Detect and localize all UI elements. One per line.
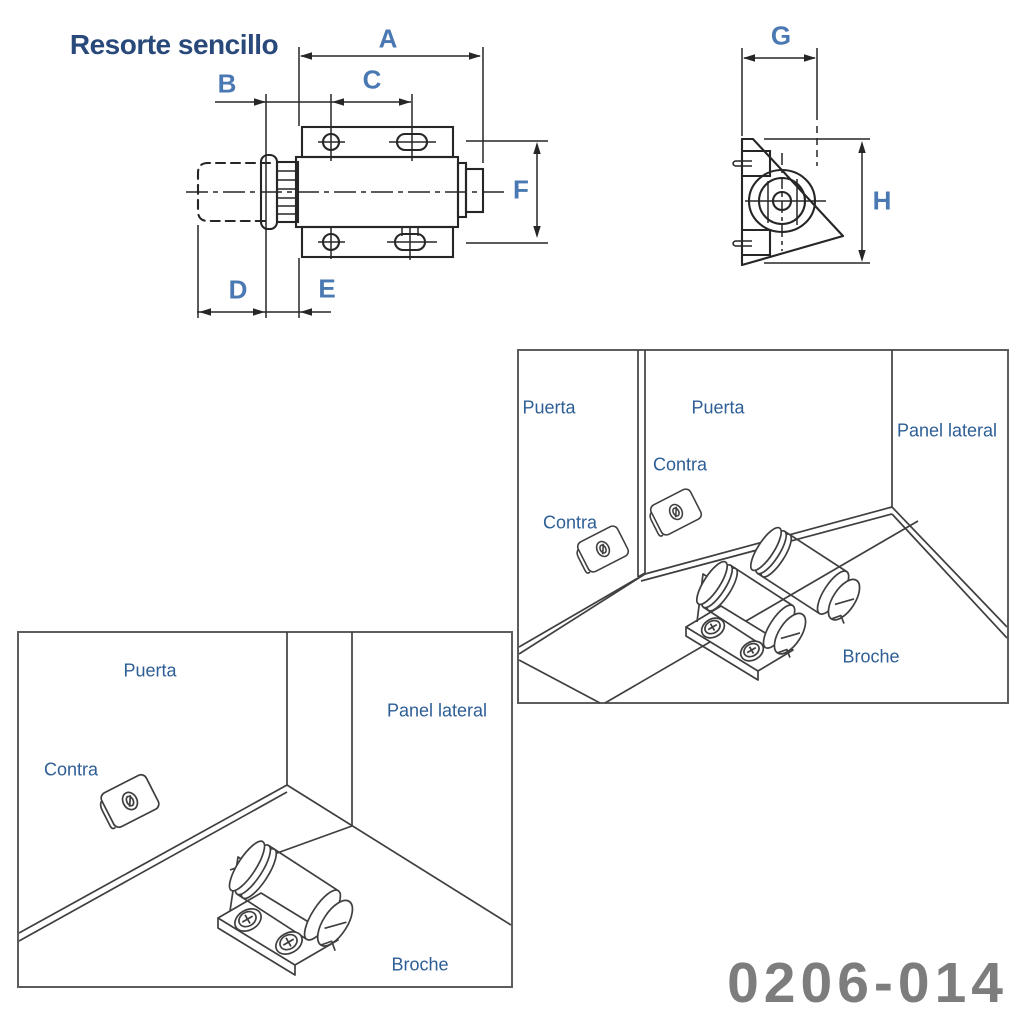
- latch-body-front: [186, 125, 504, 260]
- dimension-label-g: G: [770, 20, 792, 51]
- side-view: [732, 48, 870, 267]
- label-door-right: Puerta: [691, 397, 745, 418]
- label-door: Puerta: [123, 660, 177, 681]
- dimension-label-a: A: [378, 23, 398, 54]
- strike-plate: [576, 525, 630, 574]
- double-latch: [685, 526, 861, 681]
- dimension-a: [298, 47, 484, 163]
- label-door-left: Puerta: [522, 397, 576, 418]
- label-strike: Contra: [542, 512, 598, 533]
- product-code: 0206-014: [727, 951, 1008, 1015]
- dimension-label-b: B: [217, 68, 237, 99]
- diagram-frame: [517, 349, 1009, 704]
- dimension-d-e: [197, 225, 331, 318]
- dimension-h: [764, 138, 870, 264]
- label-side-panel: Panel lateral: [386, 700, 488, 721]
- page-title: Resorte sencillo: [69, 29, 279, 60]
- plunger-extended-dashed: [196, 161, 272, 223]
- diagram-frame: [17, 631, 513, 988]
- latch-body-side: [732, 137, 845, 267]
- dimension-f: [466, 140, 548, 244]
- single-latch: [217, 840, 354, 976]
- label-strike: Contra: [652, 454, 708, 475]
- dimension-label-h: H: [872, 185, 892, 216]
- strike-plate: [99, 773, 160, 830]
- label-latch: Broche: [391, 954, 449, 975]
- installation-diagram-bottom: [17, 631, 513, 988]
- label-strike: Contra: [43, 759, 99, 780]
- strike-plate: [649, 488, 703, 537]
- front-view: [186, 47, 548, 318]
- dimension-label-e: E: [318, 273, 336, 304]
- label-side-panel: Panel lateral: [896, 420, 998, 441]
- dimension-label-f: F: [513, 174, 529, 205]
- installation-diagram-top: [517, 349, 1009, 704]
- dimension-g: [741, 48, 818, 166]
- dimension-label-d: D: [228, 274, 248, 305]
- label-latch: Broche: [842, 646, 900, 667]
- dimension-label-c: C: [362, 64, 382, 95]
